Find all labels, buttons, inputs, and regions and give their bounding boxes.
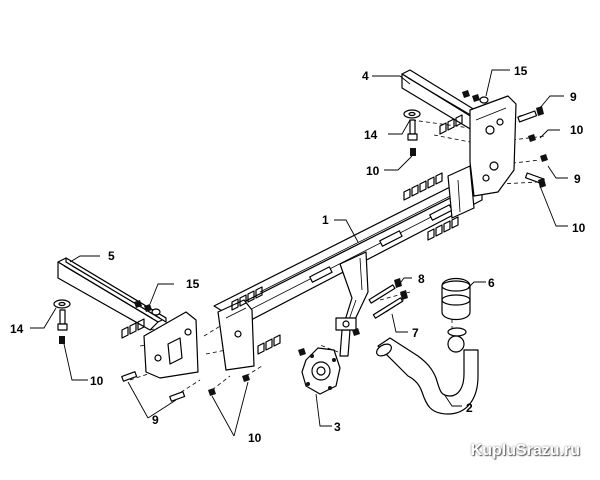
callout-6: 6 — [488, 276, 495, 290]
right-mount-plates — [447, 95, 517, 219]
callout-9-right: 9 — [574, 172, 581, 186]
callout-5: 5 — [108, 249, 115, 263]
callout-9-bottom: 9 — [152, 413, 159, 427]
callout-9-top: 9 — [570, 90, 577, 104]
fasteners — [53, 90, 548, 402]
callout-10-top-right: 10 — [570, 123, 584, 137]
callout-2: 2 — [466, 401, 473, 415]
callout-14-left: 14 — [10, 322, 24, 336]
leader-lines — [30, 69, 568, 437]
beam-bolt-strips — [121, 114, 463, 355]
callout-15-left: 15 — [186, 277, 200, 291]
callout-10-right: 10 — [572, 221, 586, 235]
callout-14-top: 14 — [364, 128, 378, 142]
part-5-left-rail — [57, 257, 167, 331]
callout-10-top-left: 10 — [366, 164, 380, 178]
part-6-ball-cap — [441, 277, 471, 321]
callout-labels: 1 2 3 4 5 6 7 8 9 9 9 10 10 10 10 10 14 … — [10, 64, 586, 445]
callout-10-bottom: 10 — [248, 431, 262, 445]
watermark-text: KupluSrazu.ru — [470, 442, 580, 459]
left-mount-plates — [143, 299, 255, 379]
callout-8: 8 — [418, 272, 425, 286]
part-1-main-crossbar — [213, 175, 491, 357]
callout-7: 7 — [412, 326, 419, 340]
callout-4: 4 — [362, 69, 369, 83]
callout-3: 3 — [334, 420, 341, 434]
part-2-tow-ball-neck — [376, 327, 479, 415]
callout-15-top: 15 — [514, 64, 528, 78]
part-3-socket-plate — [301, 347, 341, 395]
callout-1: 1 — [322, 213, 329, 227]
callout-10-left: 10 — [90, 374, 104, 388]
